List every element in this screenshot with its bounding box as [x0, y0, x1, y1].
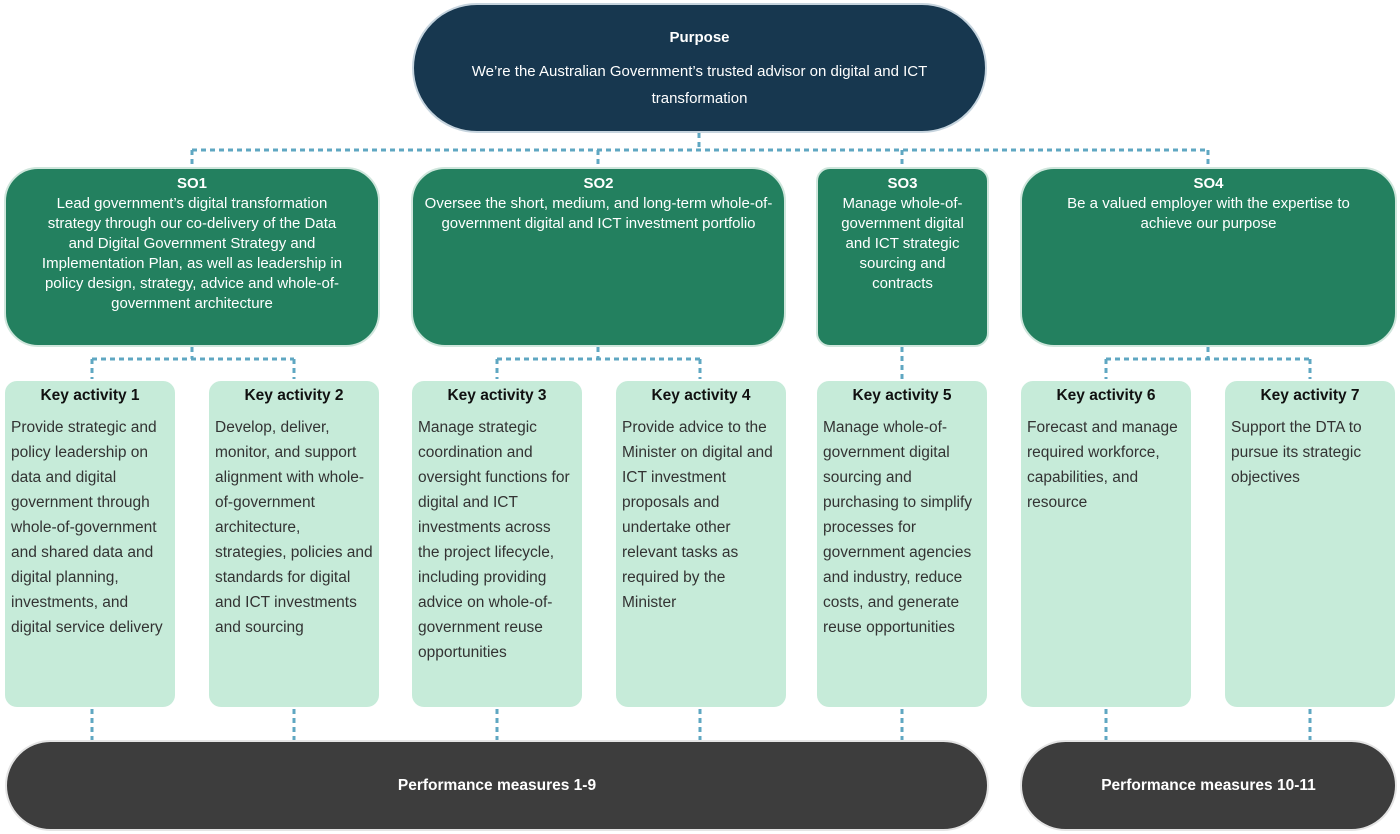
key-activity-title: Key activity 1: [40, 387, 140, 404]
key-activity-7: Key activity 7 Support the DTA to pursue…: [1223, 379, 1397, 709]
key-activity-title: Key activity 3: [447, 387, 547, 404]
key-activity-3: Key activity 3 Manage strategic coordina…: [410, 379, 584, 709]
purpose-title: Purpose: [669, 29, 730, 46]
key-activity-text: Forecast and manage required workforce, …: [1027, 419, 1178, 511]
connector-so2-to-ka: [495, 347, 702, 379]
connector-ka-to-pm: [90, 709, 1312, 740]
key-activity-text: Develop, deliver, monitor, and support a…: [215, 419, 373, 636]
objective-title: SO4: [1193, 175, 1224, 192]
purpose-text: We’re the Australian Government’s truste…: [471, 63, 928, 107]
objective-so3: SO3 Manage whole-of-government digital a…: [816, 167, 989, 347]
objective-text: Be a valued employer with the expertise …: [1067, 195, 1350, 232]
objective-text: Lead government’s digital transformation…: [41, 195, 343, 312]
key-activity-title: Key activity 4: [651, 387, 751, 404]
performance-measures-label: Performance measures 10-11: [1101, 776, 1316, 794]
key-activity-title: Key activity 7: [1260, 387, 1360, 404]
performance-measures-label: Performance measures 1-9: [397, 776, 597, 794]
objective-title: SO1: [176, 175, 207, 192]
objective-title: SO2: [583, 175, 614, 192]
objective-so2: SO2 Oversee the short, medium, and long-…: [411, 167, 786, 347]
performance-measures-10-11: Performance measures 10-11: [1020, 740, 1397, 831]
objective-text: Oversee the short, medium, and long-term…: [424, 195, 773, 232]
key-activity-1: Key activity 1 Provide strategic and pol…: [3, 379, 177, 709]
performance-measures-1-9: Performance measures 1-9: [5, 740, 989, 831]
key-activity-text: Manage strategic coordination and oversi…: [418, 419, 570, 661]
key-activity-title: Key activity 5: [852, 387, 952, 404]
objective-title: SO3: [887, 175, 918, 192]
key-activity-text: Support the DTA to pursue its strategic …: [1231, 419, 1362, 486]
key-activity-2: Key activity 2 Develop, deliver, monitor…: [207, 379, 381, 709]
connector-purpose-to-so: [190, 133, 1210, 167]
key-activity-text: Provide strategic and policy leadership …: [11, 419, 163, 636]
connector-so4-to-ka: [1104, 347, 1312, 379]
connector-so1-to-ka: [90, 347, 296, 379]
key-activity-4: Key activity 4 Provide advice to the Min…: [614, 379, 788, 709]
key-activity-text: Provide advice to the Minister on digita…: [622, 419, 773, 611]
key-activity-title: Key activity 2: [244, 387, 344, 404]
key-activity-5: Key activity 5 Manage whole-of-governmen…: [815, 379, 989, 709]
key-activity-text: Manage whole-of-government digital sourc…: [823, 419, 973, 636]
purpose-box: Purpose We’re the Australian Government’…: [412, 3, 987, 133]
key-activity-title: Key activity 6: [1056, 387, 1156, 404]
objective-so1: SO1 Lead government’s digital transforma…: [4, 167, 380, 347]
objective-so4: SO4 Be a valued employer with the expert…: [1020, 167, 1397, 347]
key-activity-6: Key activity 6 Forecast and manage requi…: [1019, 379, 1193, 709]
objective-text: Manage whole-of-government digital and I…: [841, 195, 964, 292]
